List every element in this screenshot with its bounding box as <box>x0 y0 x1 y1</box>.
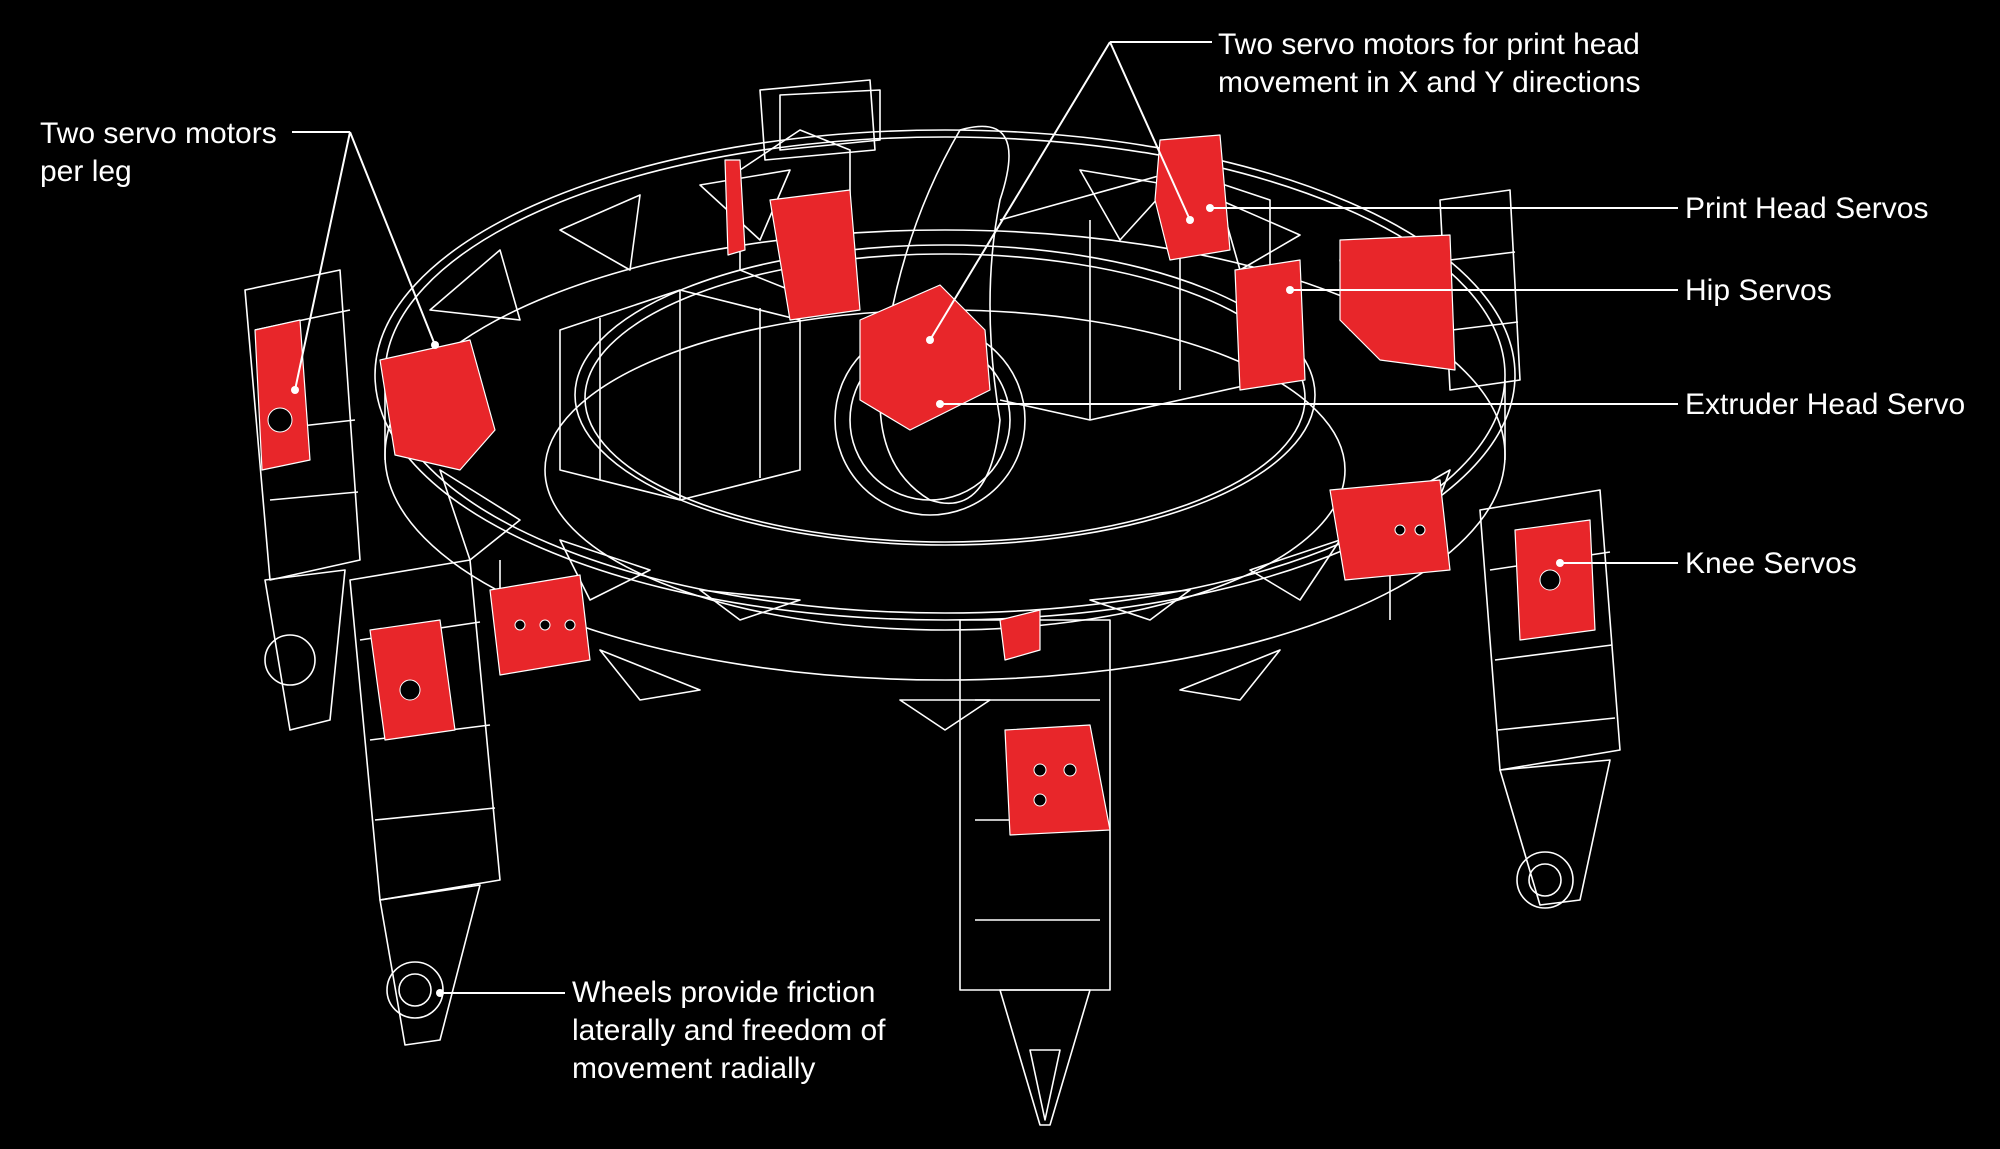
servo-left-inner <box>379 339 496 471</box>
callout-lines <box>292 41 1678 994</box>
label-line: Extruder Head Servo <box>1685 388 1966 421</box>
label-line: Wheels provide friction <box>572 976 876 1009</box>
label-extruder-head-servo: Extruder Head Servo <box>1685 386 1965 424</box>
callout-print-head-motors <box>929 41 1212 341</box>
leg-front-center <box>959 619 1111 1126</box>
servo-back <box>769 189 861 321</box>
label-line: Two servo motors for print head <box>1218 28 1640 61</box>
label-wheels: Wheels provide friction laterally and fr… <box>572 974 886 1088</box>
servo-extruder-head <box>859 284 991 431</box>
servo-front-center <box>1004 724 1111 836</box>
top-ring <box>374 129 1516 621</box>
label-line: movement in X and Y directions <box>1218 66 1641 99</box>
servo-back-left <box>724 159 746 256</box>
label-line: per leg <box>40 155 132 188</box>
servo-hip-back-right <box>1234 259 1306 391</box>
label-line: movement radially <box>572 1052 816 1085</box>
label-line: Print Head Servos <box>1685 192 1929 225</box>
label-knee-servos: Knee Servos <box>1685 545 1857 583</box>
servo-right-hip <box>1329 479 1451 581</box>
label-line: Two servo motors <box>40 117 277 150</box>
bottom-ring <box>384 229 1506 681</box>
callout-dots <box>291 204 1564 997</box>
servo-right-inner <box>1339 234 1456 371</box>
servo-holes <box>267 407 1561 807</box>
label-hip-servos: Hip Servos <box>1685 272 1832 310</box>
label-line: laterally and freedom of <box>572 1014 886 1047</box>
label-print-head-servos: Print Head Servos <box>1685 190 1928 228</box>
leg-right <box>1479 489 1621 909</box>
servo-left-hip <box>254 319 311 471</box>
servo-print-head <box>1154 134 1231 261</box>
servo-front-center-top <box>999 609 1041 661</box>
leg-back <box>759 79 876 161</box>
label-line: Knee Servos <box>1685 547 1857 580</box>
callout-leg-servos <box>292 131 436 391</box>
label-line: Hip Servos <box>1685 274 1832 307</box>
central-frame <box>559 89 1271 516</box>
label-print-head-motors: Two servo motors for print head movement… <box>1218 26 1640 102</box>
label-leg-servos: Two servo motors per leg <box>40 115 277 191</box>
